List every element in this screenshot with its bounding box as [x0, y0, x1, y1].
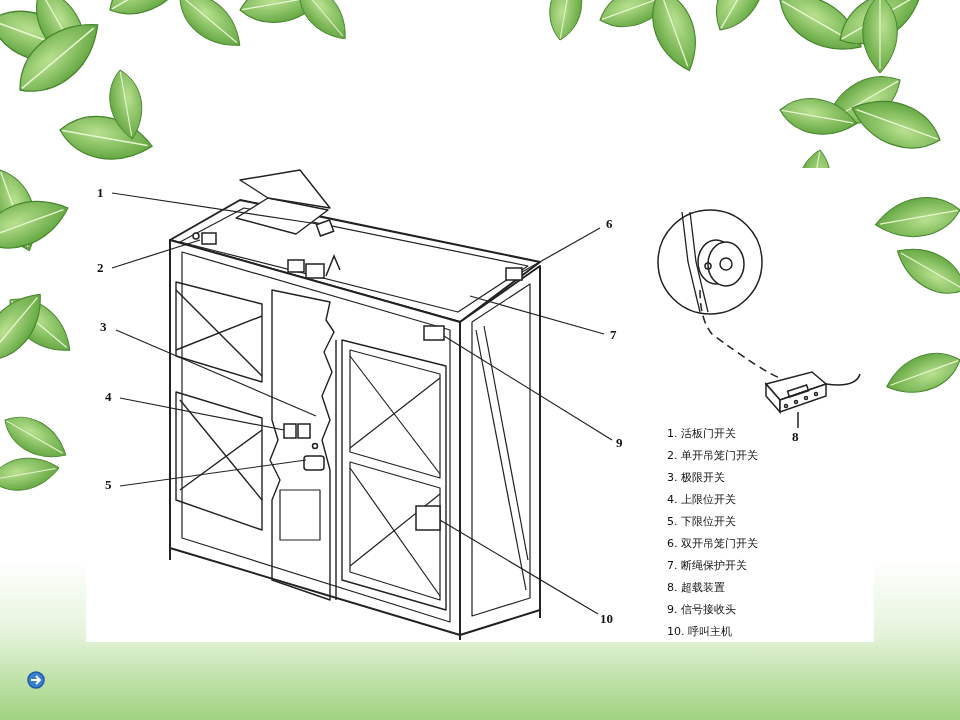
callout-number: 8 [792, 430, 799, 444]
callout-number: 7 [610, 328, 617, 342]
legend-item: 8. 超载装置 [667, 582, 725, 594]
callout-number: 5 [105, 478, 112, 492]
legend-item: 7. 断绳保护开关 [667, 560, 747, 572]
callout-number: 6 [606, 217, 613, 231]
legend-item: 2. 单开吊笼门开关 [667, 450, 758, 462]
legend-item: 5. 下限位开关 [667, 516, 736, 528]
legend-item: 10. 呼叫主机 [667, 626, 732, 638]
callout-number: 9 [616, 436, 623, 450]
callout-number: 4 [105, 390, 112, 404]
callout-number: 3 [100, 320, 107, 334]
callout-number: 2 [97, 261, 104, 275]
callout-number: 1 [97, 186, 104, 200]
legend-item: 9. 信号接收头 [667, 604, 736, 616]
legend-item: 6. 双开吊笼门开关 [667, 538, 758, 550]
callout-number: 10 [600, 612, 613, 626]
legend-item: 4. 上限位开关 [667, 494, 736, 506]
legend-item: 1. 活板门开关 [667, 428, 736, 440]
legend-item: 3. 极限开关 [667, 472, 725, 484]
